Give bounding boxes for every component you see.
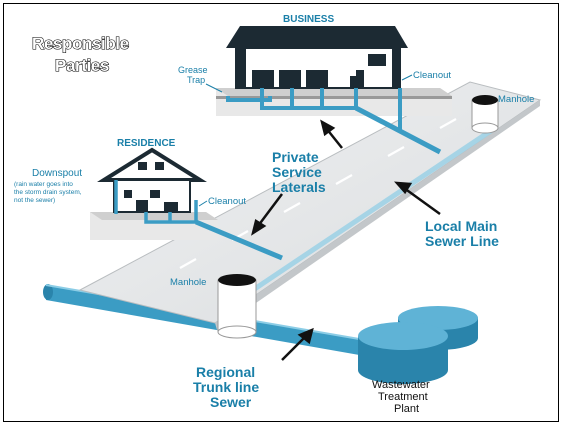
manhole-top-structure	[471, 95, 499, 134]
cleanout-business-leader	[401, 74, 413, 81]
label-downspout: Downspout	[32, 168, 82, 179]
label-downspout-note-3: not the sewer)	[14, 197, 55, 204]
arrow-to-business-lateral	[320, 119, 343, 149]
label-regional-3: Sewer	[210, 394, 252, 410]
label-private-2: Service	[272, 164, 322, 180]
business-plumbing	[226, 88, 442, 155]
label-private-3: Laterals	[272, 179, 326, 195]
arrows	[251, 119, 441, 361]
label-grease-2: Trap	[187, 75, 205, 85]
label-local-1: Local Main	[425, 218, 497, 234]
residence-ground	[90, 212, 218, 240]
arrow-to-residence-lateral	[251, 193, 283, 236]
business-building	[226, 26, 408, 89]
business-ground	[216, 88, 452, 116]
label-business: BUSINESS	[283, 14, 334, 25]
label-regional-1: Regional	[196, 364, 255, 380]
cleanout-residence-leader	[198, 200, 208, 207]
label-residence: RESIDENCE	[117, 138, 176, 149]
grease-leader-line	[205, 83, 223, 93]
label-cleanout-business: Cleanout	[413, 70, 451, 81]
label-plant-3: Plant	[394, 403, 419, 415]
arrow-to-local-main	[394, 181, 441, 216]
label-downspout-note-1: (rain water goes into	[14, 181, 73, 188]
title-line-1: Responsible	[32, 34, 129, 53]
treatment-plant	[358, 306, 478, 384]
manhole-bottom-structure	[217, 274, 257, 339]
arrow-to-trunk	[281, 327, 314, 361]
local-main-line	[248, 127, 494, 295]
label-plant-2: Treatment	[378, 391, 428, 403]
label-downspout-note-2: the storm drain system,	[14, 189, 82, 196]
residence-building	[97, 147, 207, 213]
residence-plumbing	[114, 180, 283, 261]
label-local-2: Sewer Line	[425, 233, 499, 249]
label-grease-1: Grease	[178, 65, 208, 75]
label-cleanout-residence: Cleanout	[208, 196, 246, 207]
label-private-1: Private	[272, 149, 319, 165]
label-manhole-top: Manhole	[498, 94, 534, 105]
title-line-2: Parties	[55, 56, 109, 75]
border-frame	[3, 3, 559, 422]
label-manhole-bottom: Manhole	[170, 277, 206, 288]
label-plant-1: Wastewater	[372, 379, 430, 391]
label-regional-2: Trunk line	[193, 379, 259, 395]
